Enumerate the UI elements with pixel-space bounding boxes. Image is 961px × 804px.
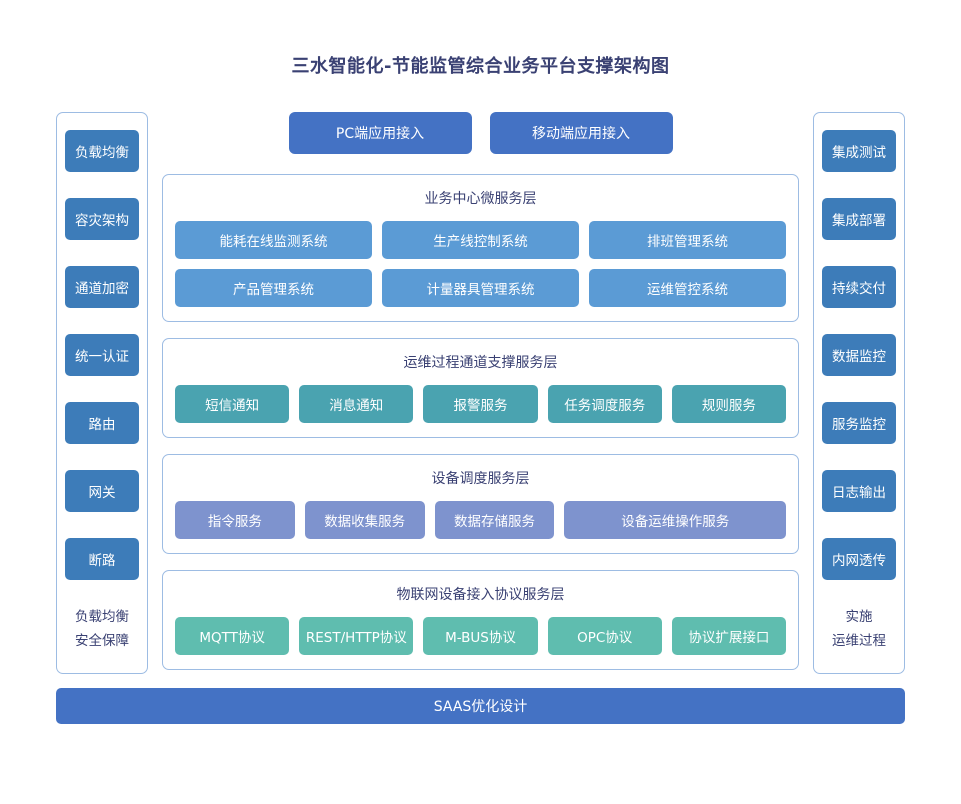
right-panel-item-intranet-tunneling[interactable]: 内网透传 — [822, 538, 896, 580]
right-panel-item-data-monitoring[interactable]: 数据监控 — [822, 334, 896, 376]
left-panel-note-line2: 安全保障 — [75, 632, 129, 649]
protocol-chip-rest-http[interactable]: REST/HTTP协议 — [299, 617, 414, 655]
service-chip-product-management[interactable]: 产品管理系统 — [175, 269, 372, 307]
service-chip-shift-management[interactable]: 排班管理系统 — [589, 221, 786, 259]
layer-business-row-1: 能耗在线监测系统 生产线控制系统 排班管理系统 — [175, 221, 786, 259]
layer-iot-row-1: MQTT协议 REST/HTTP协议 M-BUS协议 OPC协议 协议扩展接口 — [175, 617, 787, 655]
service-chip-metering-device-management[interactable]: 计量器具管理系统 — [382, 269, 579, 307]
service-chip-operations-control[interactable]: 运维管控系统 — [589, 269, 786, 307]
service-chip-data-storage[interactable]: 数据存储服务 — [434, 501, 555, 539]
service-chip-data-collection[interactable]: 数据收集服务 — [304, 501, 425, 539]
right-panel-item-service-monitoring[interactable]: 服务监控 — [822, 402, 896, 444]
protocol-chip-mbus[interactable]: M-BUS协议 — [423, 617, 538, 655]
right-side-panel: 集成测试 集成部署 持续交付 数据监控 服务监控 日志输出 内网透传 实施 运维… — [813, 112, 905, 675]
left-panel-item-circuit-breaker[interactable]: 断路 — [65, 538, 139, 580]
service-chip-rule-service[interactable]: 规则服务 — [671, 385, 787, 423]
layer-title-ops: 运维过程通道支撑服务层 — [403, 355, 558, 371]
service-chip-energy-monitoring[interactable]: 能耗在线监测系统 — [175, 221, 372, 259]
service-chip-task-scheduling[interactable]: 任务调度服务 — [547, 385, 662, 423]
layer-title-business: 业务中心微服务层 — [424, 191, 537, 207]
page-title: 三水智能化-节能监管综合业务平台支撑架构图 — [291, 56, 670, 77]
layer-device-row-1: 指令服务 数据收集服务 数据存储服务 设备运维操作服务 — [175, 501, 787, 539]
saas-optimization-bar[interactable]: SAAS优化设计 — [56, 688, 905, 725]
service-chip-device-ops-operation[interactable]: 设备运维操作服务 — [564, 501, 787, 539]
bottom-bar-wrapper: SAAS优化设计 — [0, 674, 961, 725]
application-access-row: PC端应用接入 移动端应用接入 — [162, 112, 799, 154]
access-button-pc[interactable]: PC端应用接入 — [288, 112, 472, 154]
layer-business-microservice: 业务中心微服务层 能耗在线监测系统 生产线控制系统 排班管理系统 产品管理系统 … — [162, 174, 799, 322]
left-panel-item-channel-encryption[interactable]: 通道加密 — [65, 266, 139, 308]
left-panel-item-gateway[interactable]: 网关 — [65, 470, 139, 512]
left-panel-item-load-balance[interactable]: 负载均衡 — [65, 130, 139, 172]
left-panel-item-unified-auth[interactable]: 统一认证 — [65, 334, 139, 376]
protocol-chip-extension-interface[interactable]: 协议扩展接口 — [671, 617, 787, 655]
layer-ops-row-1: 短信通知 消息通知 报警服务 任务调度服务 规则服务 — [175, 385, 787, 423]
layer-business-row-2: 产品管理系统 计量器具管理系统 运维管控系统 — [175, 269, 786, 307]
layer-device-scheduling: 设备调度服务层 指令服务 数据收集服务 数据存储服务 设备运维操作服务 — [162, 454, 799, 554]
layer-title-iot: 物联网设备接入协议服务层 — [396, 587, 565, 603]
right-panel-item-integration-deployment[interactable]: 集成部署 — [822, 198, 896, 240]
right-panel-item-integration-testing[interactable]: 集成测试 — [822, 130, 896, 172]
left-panel-note-line1: 负载均衡 — [75, 609, 129, 625]
access-button-mobile[interactable]: 移动端应用接入 — [489, 112, 673, 154]
left-side-panel: 负载均衡 容灾架构 通道加密 统一认证 路由 网关 断路 负载均衡 安全保障 — [56, 112, 148, 675]
layer-ops-channel-support: 运维过程通道支撑服务层 短信通知 消息通知 报警服务 任务调度服务 规则服务 — [162, 338, 799, 438]
service-chip-message-notification[interactable]: 消息通知 — [299, 385, 414, 423]
left-panel-item-routing[interactable]: 路由 — [65, 402, 139, 444]
right-panel-item-log-output[interactable]: 日志输出 — [822, 470, 896, 512]
service-chip-alarm-service[interactable]: 报警服务 — [423, 385, 538, 423]
service-chip-production-line-control[interactable]: 生产线控制系统 — [382, 221, 579, 259]
service-chip-command-service[interactable]: 指令服务 — [175, 501, 295, 539]
layer-title-device: 设备调度服务层 — [431, 471, 530, 487]
protocol-chip-mqtt[interactable]: MQTT协议 — [175, 617, 290, 655]
right-panel-note-line1: 实施 — [845, 609, 873, 625]
protocol-chip-opc[interactable]: OPC协议 — [547, 617, 662, 655]
layer-iot-protocol-access: 物联网设备接入协议服务层 MQTT协议 REST/HTTP协议 M-BUS协议 … — [162, 570, 799, 670]
left-panel-item-disaster-recovery[interactable]: 容灾架构 — [65, 198, 139, 240]
diagram-body: 负载均衡 容灾架构 通道加密 统一认证 路由 网关 断路 负载均衡 安全保障 P… — [0, 78, 961, 675]
left-panel-note: 负载均衡 安全保障 — [75, 606, 129, 659]
right-panel-item-continuous-delivery[interactable]: 持续交付 — [822, 266, 896, 308]
service-chip-sms-notification[interactable]: 短信通知 — [175, 385, 290, 423]
right-panel-note-line2: 运维过程 — [832, 632, 886, 649]
right-panel-note: 实施 运维过程 — [832, 606, 886, 659]
center-column: PC端应用接入 移动端应用接入 业务中心微服务层 能耗在线监测系统 生产线控制系… — [162, 112, 799, 674]
